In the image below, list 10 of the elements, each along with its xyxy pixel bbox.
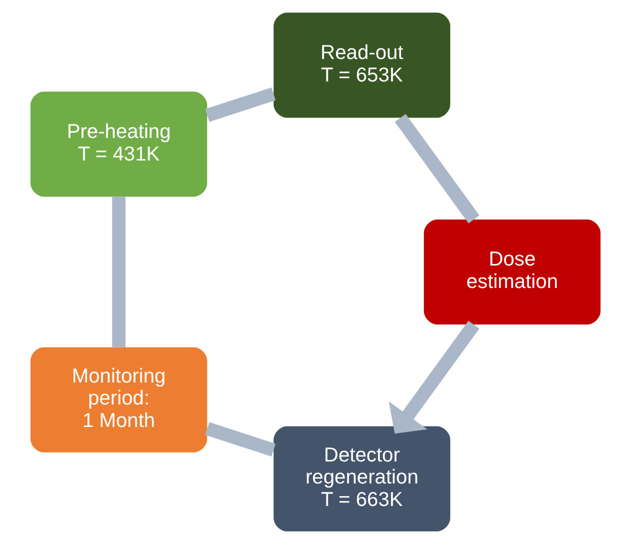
connector [205, 88, 276, 122]
node-box: Dose estimation [424, 219, 601, 325]
node-box: Monitoring period: 1 Month [30, 347, 208, 452]
arrow [388, 320, 480, 434]
connector [112, 196, 126, 348]
node-box: Detector regeneration T = 663K [274, 426, 450, 532]
node-box: Pre-heating T = 431K [30, 92, 208, 197]
connector [205, 422, 276, 456]
node-box: Read-out T = 653K [274, 12, 450, 118]
connector [394, 114, 480, 224]
